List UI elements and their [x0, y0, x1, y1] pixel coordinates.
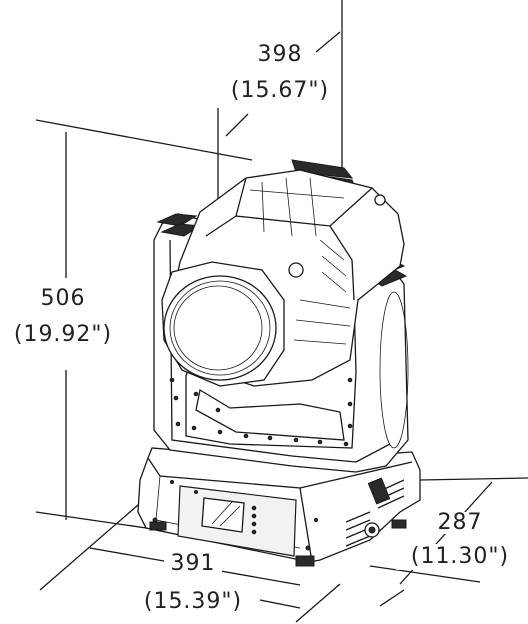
height-in: (19.92"): [13, 322, 113, 347]
width-mm: 398: [257, 42, 303, 67]
depth-dimension-label: 287 (11.30"): [398, 510, 522, 570]
depth-in: (11.30"): [410, 544, 510, 569]
width-in: (15.67"): [230, 78, 330, 103]
width-dimension-label: 398 (15.67"): [226, 42, 334, 104]
height-mm: 506: [40, 286, 86, 311]
base-width-mm: 391: [170, 551, 216, 576]
base-width-dimension-label: 391 (15.39"): [120, 551, 266, 615]
base-width-in: (15.39"): [143, 589, 243, 614]
fixture-illustration: [137, 159, 421, 567]
depth-mm: 287: [437, 510, 483, 535]
yoke-screws: [169, 377, 353, 447]
height-dimension-label: 506 (19.92"): [4, 286, 122, 348]
